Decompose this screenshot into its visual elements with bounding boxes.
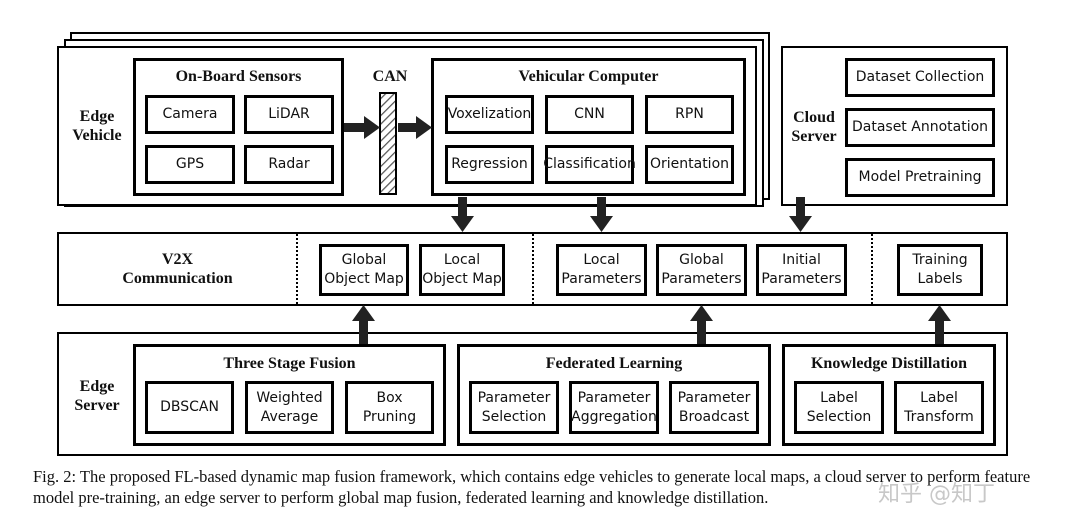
local-parameters-box: Local Parameters xyxy=(556,244,647,296)
box-pruning-box: Box Pruning xyxy=(345,381,434,434)
rpn-box: RPN xyxy=(645,95,734,134)
parameter-selection-box: Parameter Selection xyxy=(469,381,559,434)
arrow-sensors-to-can-shaft xyxy=(344,123,364,132)
global-parameters-box: Global Parameters xyxy=(656,244,747,296)
can-label: CAN xyxy=(372,68,408,85)
figure-caption: Fig. 2: The proposed FL-based dynamic ma… xyxy=(33,467,1031,507)
training-labels-box: Training Labels xyxy=(897,244,983,296)
gps-box: GPS xyxy=(145,145,235,184)
orientation-box: Orientation xyxy=(645,145,734,184)
cloud-server-label: Cloud Server xyxy=(791,109,837,145)
arrow-computer-to-local-map-shaft xyxy=(458,197,467,217)
arrow-distillation-to-labels-shaft xyxy=(935,320,944,344)
arrow-federated-to-global-params-head xyxy=(690,305,713,321)
can-bus xyxy=(379,92,397,195)
model-pretraining-box: Model Pretraining xyxy=(845,158,995,197)
federated-learning-title: Federated Learning xyxy=(545,355,683,372)
v2x-separator xyxy=(532,234,534,304)
parameter-broadcast-box: Parameter Broadcast xyxy=(669,381,759,434)
arrow-can-to-computer-head xyxy=(416,116,432,139)
on-board-sensors-title: On-Board Sensors xyxy=(175,68,302,85)
arrow-computer-to-local-params-head xyxy=(590,216,613,232)
arrow-distillation-to-labels-head xyxy=(928,305,951,321)
arrow-computer-to-local-params-shaft xyxy=(597,197,606,217)
vehicular-computer-title: Vehicular Computer xyxy=(518,68,659,85)
initial-parameters-box: Initial Parameters xyxy=(756,244,847,296)
edge-vehicle-label: Edge Vehicle xyxy=(72,108,122,144)
v2x-separator xyxy=(296,234,298,304)
watermark: 知乎 @知丁 xyxy=(878,482,995,507)
classification-box: Classification xyxy=(543,145,636,184)
local-object-map-box: Local Object Map xyxy=(419,244,505,296)
regression-box: Regression xyxy=(445,145,534,184)
arrow-computer-to-local-map-head xyxy=(451,216,474,232)
dataset-collection-box: Dataset Collection xyxy=(845,58,995,97)
arrow-cloud-to-initial-params-head xyxy=(789,216,812,232)
arrow-cloud-to-initial-params-shaft xyxy=(796,197,805,217)
v2x-label: V2X Communication xyxy=(122,251,233,287)
camera-box: Camera xyxy=(145,95,235,134)
edge-server-label: Edge Server xyxy=(74,378,120,414)
arrow-federated-to-global-params-shaft xyxy=(697,320,706,344)
parameter-aggregation-box: Parameter Aggregation xyxy=(569,381,659,434)
lidar-box: LiDAR xyxy=(244,95,334,134)
global-object-map-box: Global Object Map xyxy=(319,244,409,296)
radar-box: Radar xyxy=(244,145,334,184)
voxelization-box: Voxelization xyxy=(445,95,534,134)
arrow-can-to-computer-shaft xyxy=(398,123,416,132)
v2x-separator xyxy=(871,234,873,304)
weighted-average-box: Weighted Average xyxy=(245,381,334,434)
cnn-box: CNN xyxy=(545,95,634,134)
arrow-sensors-to-can-head xyxy=(364,116,380,139)
dbscan-box: DBSCAN xyxy=(145,381,234,434)
arrow-fusion-to-global-map-head xyxy=(352,305,375,321)
three-stage-fusion-title: Three Stage Fusion xyxy=(223,355,356,372)
dataset-annotation-box: Dataset Annotation xyxy=(845,108,995,147)
knowledge-distillation-title: Knowledge Distillation xyxy=(810,355,967,372)
label-selection-box: Label Selection xyxy=(794,381,884,434)
label-transform-box: Label Transform xyxy=(894,381,984,434)
arrow-fusion-to-global-map-shaft xyxy=(359,320,368,344)
